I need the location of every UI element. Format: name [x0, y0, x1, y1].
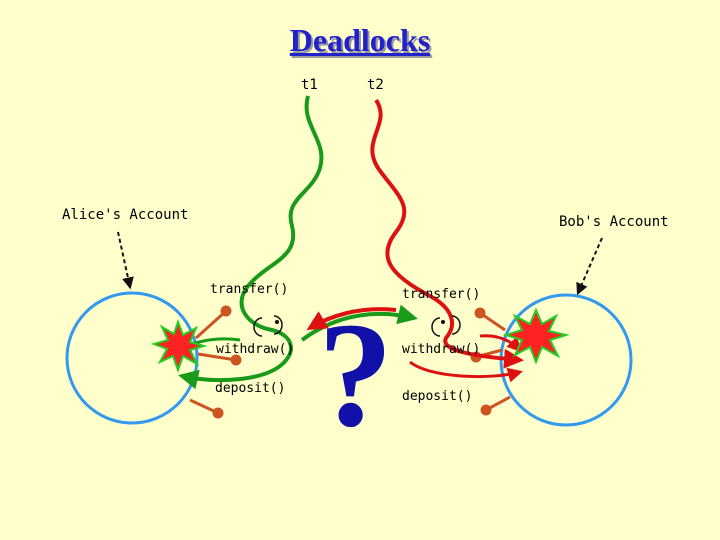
alice-transfer-label: transfer() — [210, 282, 289, 297]
bob-account-circle — [499, 293, 633, 427]
alice-lock-starburst-icon — [150, 319, 208, 373]
thread-t2-branch — [306, 307, 397, 331]
bob-label-pointer — [576, 237, 603, 296]
bob-transfer-label: transfer() — [402, 287, 481, 302]
thread-t1-path — [178, 95, 324, 390]
alice-withdraw-label: withdraw() — [216, 342, 295, 357]
thread-t1-branch — [300, 304, 418, 342]
thread-t2-path — [370, 98, 524, 369]
bob-lock-starburst-icon — [502, 307, 570, 365]
alice-moon-face-icon — [253, 315, 283, 337]
slide-title: Deadlocks — [289, 22, 431, 58]
bob-method-stubs — [470, 307, 511, 416]
bob-withdraw-label: withdraw() — [402, 342, 481, 357]
alice-account-label: Alice's Account — [62, 207, 189, 223]
question-mark: ? — [318, 292, 393, 458]
bob-deposit-label: deposit() — [402, 389, 473, 404]
thread-t2-loop — [409, 360, 523, 383]
bob-moon-face-icon — [431, 315, 461, 337]
alice-deposit-label: deposit() — [215, 381, 286, 396]
alice-method-stubs — [189, 305, 242, 419]
thread-t1-label: t1 — [301, 77, 318, 93]
thread-t2-label: t2 — [367, 77, 384, 93]
alice-label-pointer — [117, 231, 134, 290]
bob-account-label: Bob's Account — [559, 214, 669, 230]
alice-account-circle — [65, 291, 199, 425]
